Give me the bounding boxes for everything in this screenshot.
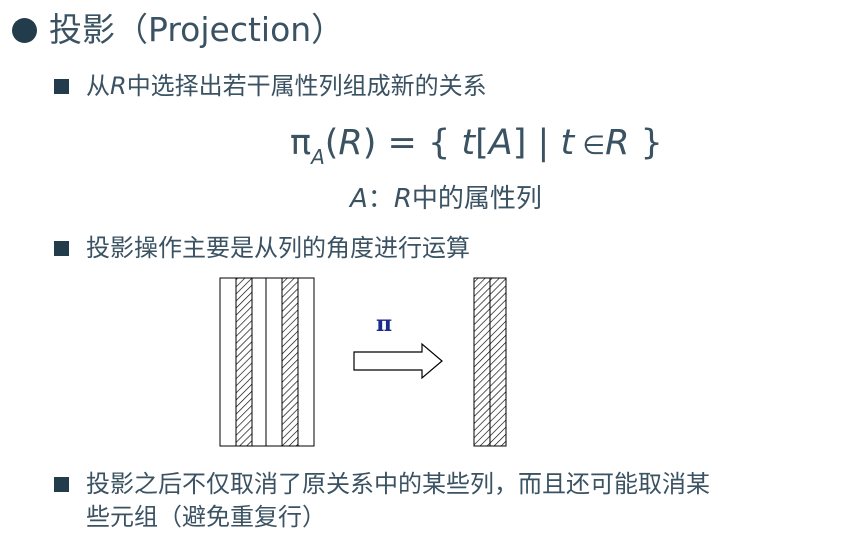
formula-bar: | — [526, 123, 561, 163]
formula-arg: R — [338, 123, 363, 163]
source-relation-table — [219, 277, 315, 447]
formula-open-paren: ( — [324, 123, 339, 163]
formula-t2: t — [560, 123, 575, 163]
projection-formula: πA(R) = { t[A] | t ∈R } — [290, 120, 663, 170]
source-column-4 — [265, 277, 283, 447]
bullet-3-text: 投影之后不仅取消了原关系中的某些列，而且还可能取消某些元组（避免重复行） — [86, 468, 710, 534]
formula-set: R — [605, 123, 630, 163]
bullet-1-text: 从R中选择出若干属性列组成新的关系 — [86, 70, 487, 103]
formula-bracket-close: ] — [512, 123, 527, 163]
bullet-square-icon — [54, 79, 69, 94]
right-arrow-icon — [353, 342, 443, 380]
title-row: 投影（Projection） — [12, 8, 344, 52]
source-column-5-selected — [281, 277, 299, 447]
note-colon: ： — [367, 184, 394, 214]
bullet-2: 投影操作主要是从列的角度进行运算 — [54, 232, 470, 265]
formula-element-of: ∈ — [574, 131, 606, 161]
title-bullet-dot — [12, 17, 37, 43]
bullet-3-line-1: 投影之后不仅取消了原关系中的某些列，而且还可能取消某 — [86, 470, 710, 498]
formula-note: A：R中的属性列 — [350, 180, 542, 218]
bullet-3: 投影之后不仅取消了原关系中的某些列，而且还可能取消某些元组（避免重复行） — [54, 468, 710, 534]
bullet-1-var: R — [110, 72, 127, 100]
formula-pi: π — [290, 123, 312, 163]
result-column-1 — [473, 277, 491, 447]
bullet-3-line-2: 些元组（避免重复行） — [86, 503, 326, 531]
bullet-square-icon — [54, 241, 69, 256]
source-column-3 — [251, 277, 267, 447]
formula-eq: = { — [376, 123, 462, 163]
bullet-square-icon — [54, 477, 69, 492]
bullet-1-suffix: 中选择出若干属性列组成新的关系 — [126, 72, 487, 100]
bullet-2-text: 投影操作主要是从列的角度进行运算 — [86, 234, 470, 262]
bullet-1: 从R中选择出若干属性列组成新的关系 — [54, 70, 487, 103]
formula-subscript: A — [311, 145, 325, 169]
projection-operator-label: π — [376, 311, 393, 337]
bullet-1-prefix: 从 — [86, 72, 110, 100]
result-relation-table — [473, 277, 507, 447]
formula-attr: A — [488, 123, 513, 163]
note-attr: A — [350, 184, 368, 214]
formula-t1: t — [461, 123, 476, 163]
formula-close-paren: ) — [362, 123, 377, 163]
formula-bracket-open: [ — [475, 123, 489, 163]
projection-diagram — [219, 277, 507, 447]
source-column-6 — [297, 277, 315, 447]
source-column-1 — [219, 277, 237, 447]
result-column-2 — [489, 277, 507, 447]
formula-end: } — [629, 123, 663, 163]
source-column-2-selected — [235, 277, 253, 447]
note-rel: R — [393, 184, 412, 214]
note-desc: 中的属性列 — [411, 184, 542, 214]
slide-title: 投影（Projection） — [49, 10, 345, 49]
